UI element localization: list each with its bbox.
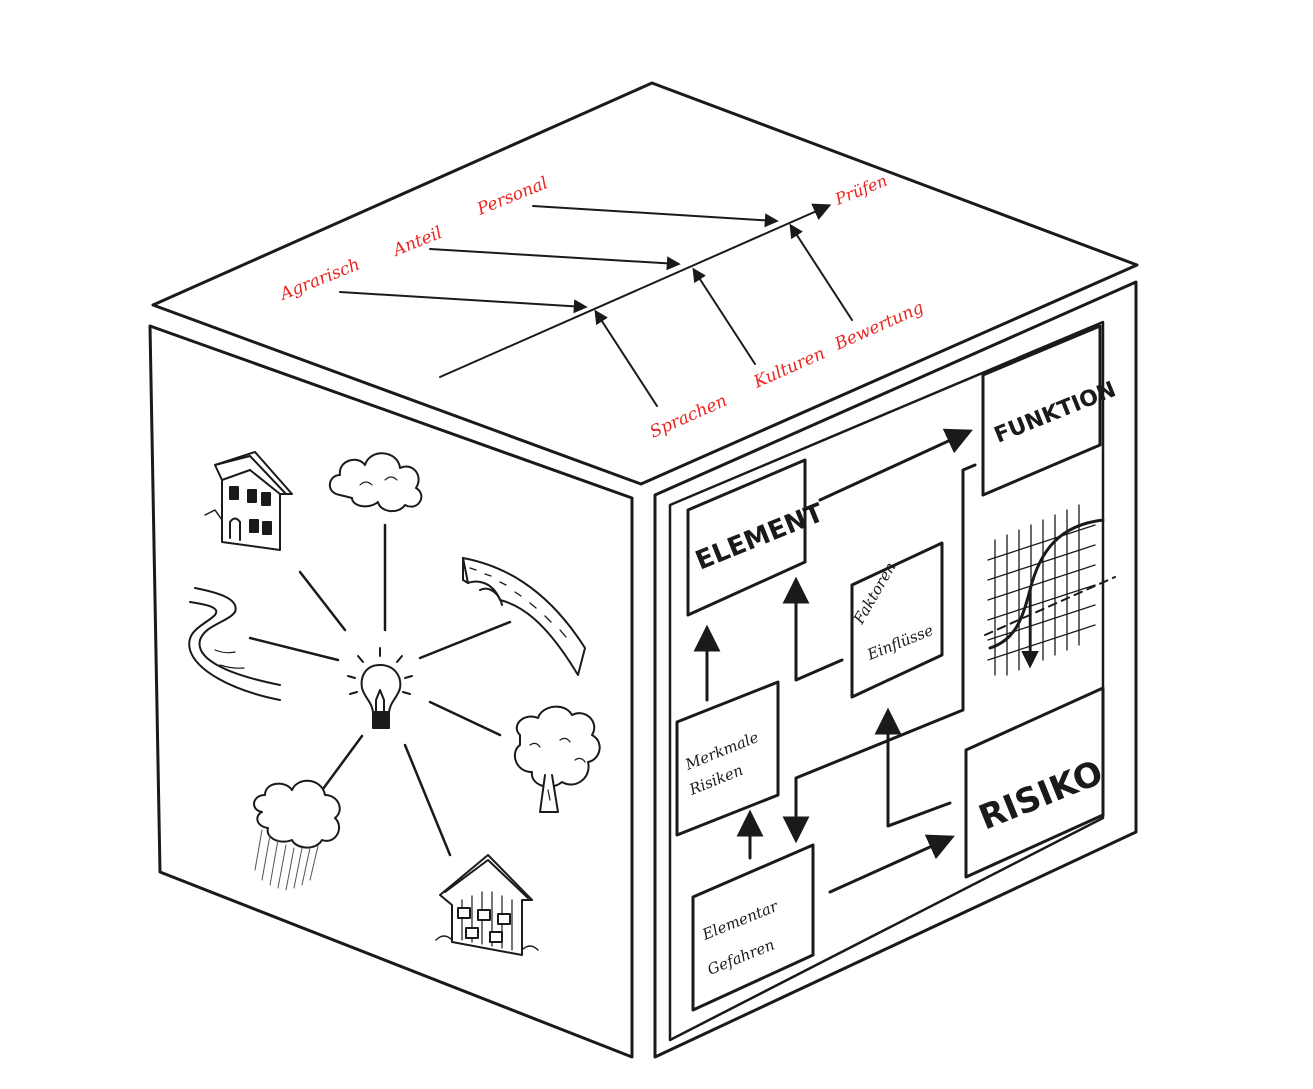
flowchart-frame xyxy=(668,320,1105,1042)
cloud-icon xyxy=(328,452,423,513)
function-curve-icon xyxy=(984,504,1116,676)
risiko-box xyxy=(964,686,1105,879)
faktoren-box xyxy=(850,541,944,699)
bridge-icon xyxy=(462,557,586,676)
arrow-risiko-to-faktoren xyxy=(874,707,952,828)
bone-upper-2 xyxy=(429,248,681,271)
merkmale-box xyxy=(675,680,780,837)
mind-map xyxy=(188,451,601,956)
tree-icon xyxy=(513,705,601,813)
arrow-faktoren-to-element xyxy=(782,576,844,682)
fishbone-spine xyxy=(439,203,832,378)
funktion-box xyxy=(981,324,1102,497)
arrow-element-to-funktion xyxy=(818,428,973,502)
mind-map-spokes xyxy=(248,523,512,857)
bone-upper-1 xyxy=(339,291,588,314)
bone-upper-3 xyxy=(532,205,779,228)
arrow-funktion-to-elementar xyxy=(782,463,977,844)
cube-outline xyxy=(148,81,1139,1059)
bone-lower-2 xyxy=(692,267,756,365)
lightbulb-icon xyxy=(347,647,413,729)
bone-lower-3 xyxy=(789,223,853,321)
chalet-icon xyxy=(435,854,539,956)
elementar-box xyxy=(691,843,815,1012)
element-box xyxy=(686,458,807,617)
arrow-elementar-to-risiko xyxy=(828,834,955,894)
fishbone-diagram xyxy=(339,203,853,407)
river-icon xyxy=(188,587,281,701)
rain-cloud-icon xyxy=(253,779,341,891)
flowchart: ELEMENT FUNKTION RISIKO Faktoren Einflüs… xyxy=(668,320,1120,1042)
house-icon xyxy=(204,451,293,551)
top-face xyxy=(151,81,1139,486)
bone-lower-1 xyxy=(594,309,658,407)
